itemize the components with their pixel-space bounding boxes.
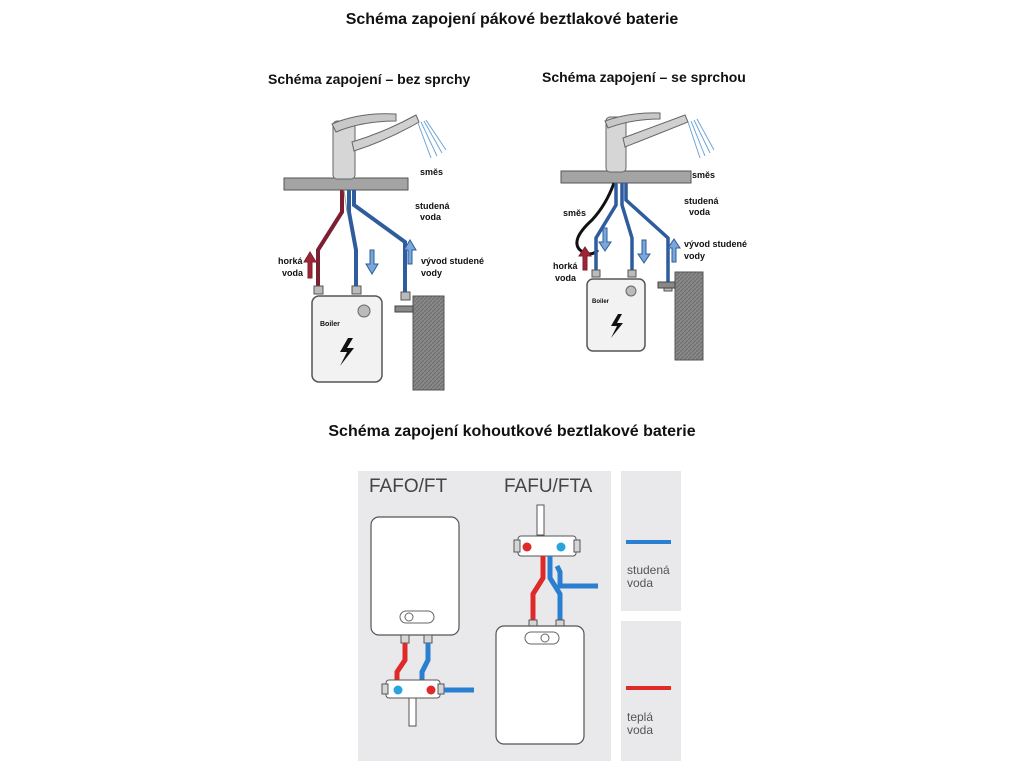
faucet-lever <box>331 113 397 133</box>
water-spray <box>417 119 447 159</box>
second-title: Schéma zapojení kohoutkové beztlakové ba… <box>328 423 696 440</box>
cold-pipe <box>547 556 563 622</box>
electric-bolt-icon <box>611 314 623 338</box>
cold-water-arrow-icon <box>365 249 379 275</box>
hot-water-arrow-icon <box>303 251 317 279</box>
cold-pipe-to-boiler <box>347 190 358 288</box>
water-heater-over-sink <box>370 516 460 636</box>
inlet-pipe <box>554 564 598 589</box>
electric-bolt-icon <box>340 338 354 366</box>
countertop <box>560 170 692 184</box>
label-cold-1: studená <box>684 196 719 206</box>
cold-pipe-outlet <box>352 190 407 292</box>
legend-panel-warm <box>621 621 681 761</box>
model-label-fafu: FAFU/FTA <box>504 476 593 497</box>
label-outlet-2: vody <box>684 251 706 261</box>
faucet-lever <box>604 112 661 129</box>
label-hot-2: voda <box>282 268 304 278</box>
label-cold-2: voda <box>689 207 711 217</box>
model-label-fafo: FAFO/FT <box>369 476 448 497</box>
label-cold-1: studená <box>415 201 450 211</box>
main-title: Schéma zapojení pákové beztlakové bateri… <box>345 11 679 28</box>
legend-warm-1: teplá <box>627 710 654 724</box>
label-mix: směs <box>420 167 444 177</box>
boiler <box>311 295 383 383</box>
boiler-label-left: Boiler <box>320 321 340 328</box>
label-hot-1: horká <box>278 256 303 266</box>
cold-pipe <box>419 643 431 682</box>
countertop <box>283 177 409 191</box>
label-mix-side: směs <box>563 208 587 218</box>
cold-knob-icon <box>556 542 566 552</box>
diagram-tap-mixer <box>370 504 671 745</box>
outlet-arrow-icon <box>667 238 681 263</box>
diagram-with-shower <box>560 112 715 361</box>
hot-knob-icon <box>522 542 532 552</box>
label-outlet-2: vody <box>421 268 443 278</box>
label-cold-2: voda <box>420 212 442 222</box>
faucet-spout <box>351 114 420 152</box>
hot-knob-icon <box>426 685 436 695</box>
hot-pipe <box>530 556 546 622</box>
hot-water-arrow-icon <box>578 246 592 271</box>
cold-pipe-to-boiler <box>620 183 634 272</box>
label-hot-1: horká <box>553 261 578 271</box>
label-outlet-1: vývod studené <box>684 239 748 249</box>
hot-pipe <box>394 643 408 682</box>
hot-pipe <box>594 183 618 272</box>
cold-water-arrow-icon <box>637 239 651 264</box>
boiler-label-right: Boiler <box>592 299 610 305</box>
legend-cold-2: voda <box>627 576 654 590</box>
cold-pipe-outlet <box>624 183 670 286</box>
wall <box>412 295 445 391</box>
hot-pipe <box>316 190 344 288</box>
boiler <box>586 278 646 352</box>
outlet-arrow-icon <box>403 239 417 265</box>
label-hot-2: voda <box>555 273 577 283</box>
subtitle-with-shower: Schéma zapojení – se sprchou <box>542 69 746 85</box>
cold-knob-icon <box>393 685 403 695</box>
tap-body <box>536 504 545 536</box>
legend-cold-1: studená <box>627 563 670 577</box>
subtitle-without-shower: Schéma zapojení – bez sprchy <box>268 71 471 87</box>
diagram-without-shower <box>283 113 447 391</box>
water-heater-under-sink <box>495 625 585 745</box>
wall <box>674 271 704 361</box>
legend-warm-2: voda <box>627 723 654 737</box>
label-mix-top: směs <box>692 170 716 180</box>
water-spray <box>687 118 715 159</box>
label-outlet-1: vývod studené <box>421 256 485 266</box>
spout <box>408 697 417 727</box>
cold-water-arrow-icon <box>598 227 612 252</box>
